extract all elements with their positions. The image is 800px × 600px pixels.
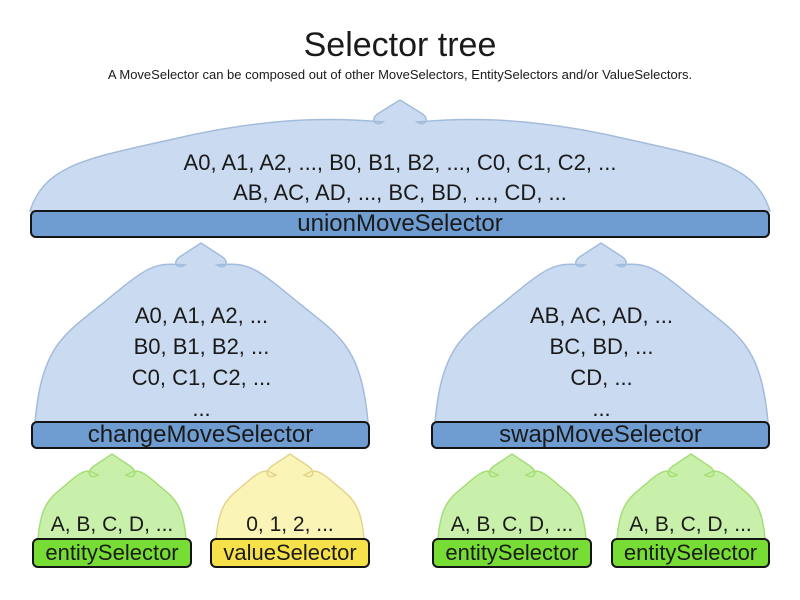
union-funnel-shape [28, 99, 772, 212]
change-items-line: ... [192, 396, 211, 421]
change-move-selector-bar: changeMoveSelector [31, 421, 370, 449]
change-move-selector-label: changeMoveSelector [87, 421, 314, 448]
entity2-items: A, B, C, D, ... [432, 512, 592, 538]
change-items-line: C0, C1, C2, ... [131, 365, 272, 390]
entity-selector-label: entitySelector [623, 540, 758, 565]
entity1-funnel-shape [37, 453, 187, 540]
entity1-items-line: A, B, C, D, ... [50, 513, 174, 536]
entity-selector-label: entitySelector [445, 540, 579, 565]
change-funnel-shape [34, 242, 369, 423]
change-items-line: B0, B1, B2, ... [133, 334, 270, 359]
entity2-funnel-shape [437, 453, 587, 540]
entity-selector-label: entitySelector [45, 540, 179, 565]
union-move-selector-bar: unionMoveSelector [30, 210, 770, 238]
swap-move-selector-label: swapMoveSelector [499, 421, 702, 448]
entity3-items: A, B, C, D, ... [611, 512, 770, 538]
swap-funnel-shape [434, 242, 769, 423]
value1-items: 0, 1, 2, ... [210, 512, 370, 538]
change-items: A0, A1, A2, ... B0, B1, B2, ... C0, C1, … [35, 300, 368, 424]
union-items-line: AB, AC, AD, ..., BC, BD, ..., CD, ... [233, 180, 567, 205]
swap-items: AB, AC, AD, ... BC, BD, ... CD, ... ... [435, 300, 768, 424]
entity2-items-line: A, B, C, D, ... [450, 513, 574, 536]
value-selector-bar: valueSelector [210, 538, 370, 568]
entity3-funnel-shape [616, 453, 766, 540]
entity3-items-line: A, B, C, D, ... [629, 513, 752, 536]
swap-items-line: ... [592, 396, 611, 421]
value1-items-line: 0, 1, 2, ... [246, 513, 334, 536]
value1-funnel-shape [215, 453, 365, 540]
change-items-line: A0, A1, A2, ... [134, 303, 269, 328]
entity-selector-bar-2: entitySelector [432, 538, 592, 568]
diagram-subtitle: A MoveSelector can be composed out of ot… [107, 67, 693, 82]
swap-items-line: BC, BD, ... [549, 334, 654, 359]
entity-selector-bar-3: entitySelector [611, 538, 770, 568]
swap-items-line: AB, AC, AD, ... [529, 303, 674, 328]
entity-selector-bar-1: entitySelector [32, 538, 192, 568]
union-move-selector-label: unionMoveSelector [297, 210, 503, 237]
diagram-title: Selector tree [303, 26, 497, 64]
swap-move-selector-bar: swapMoveSelector [431, 421, 770, 449]
union-items: A0, A1, A2, ..., B0, B1, B2, ..., C0, C1… [30, 148, 770, 208]
union-items-line: A0, A1, A2, ..., B0, B1, B2, ..., C0, C1… [183, 150, 617, 175]
entity1-items: A, B, C, D, ... [32, 512, 192, 538]
swap-items-line: CD, ... [570, 365, 633, 390]
value-selector-label: valueSelector [223, 540, 357, 565]
